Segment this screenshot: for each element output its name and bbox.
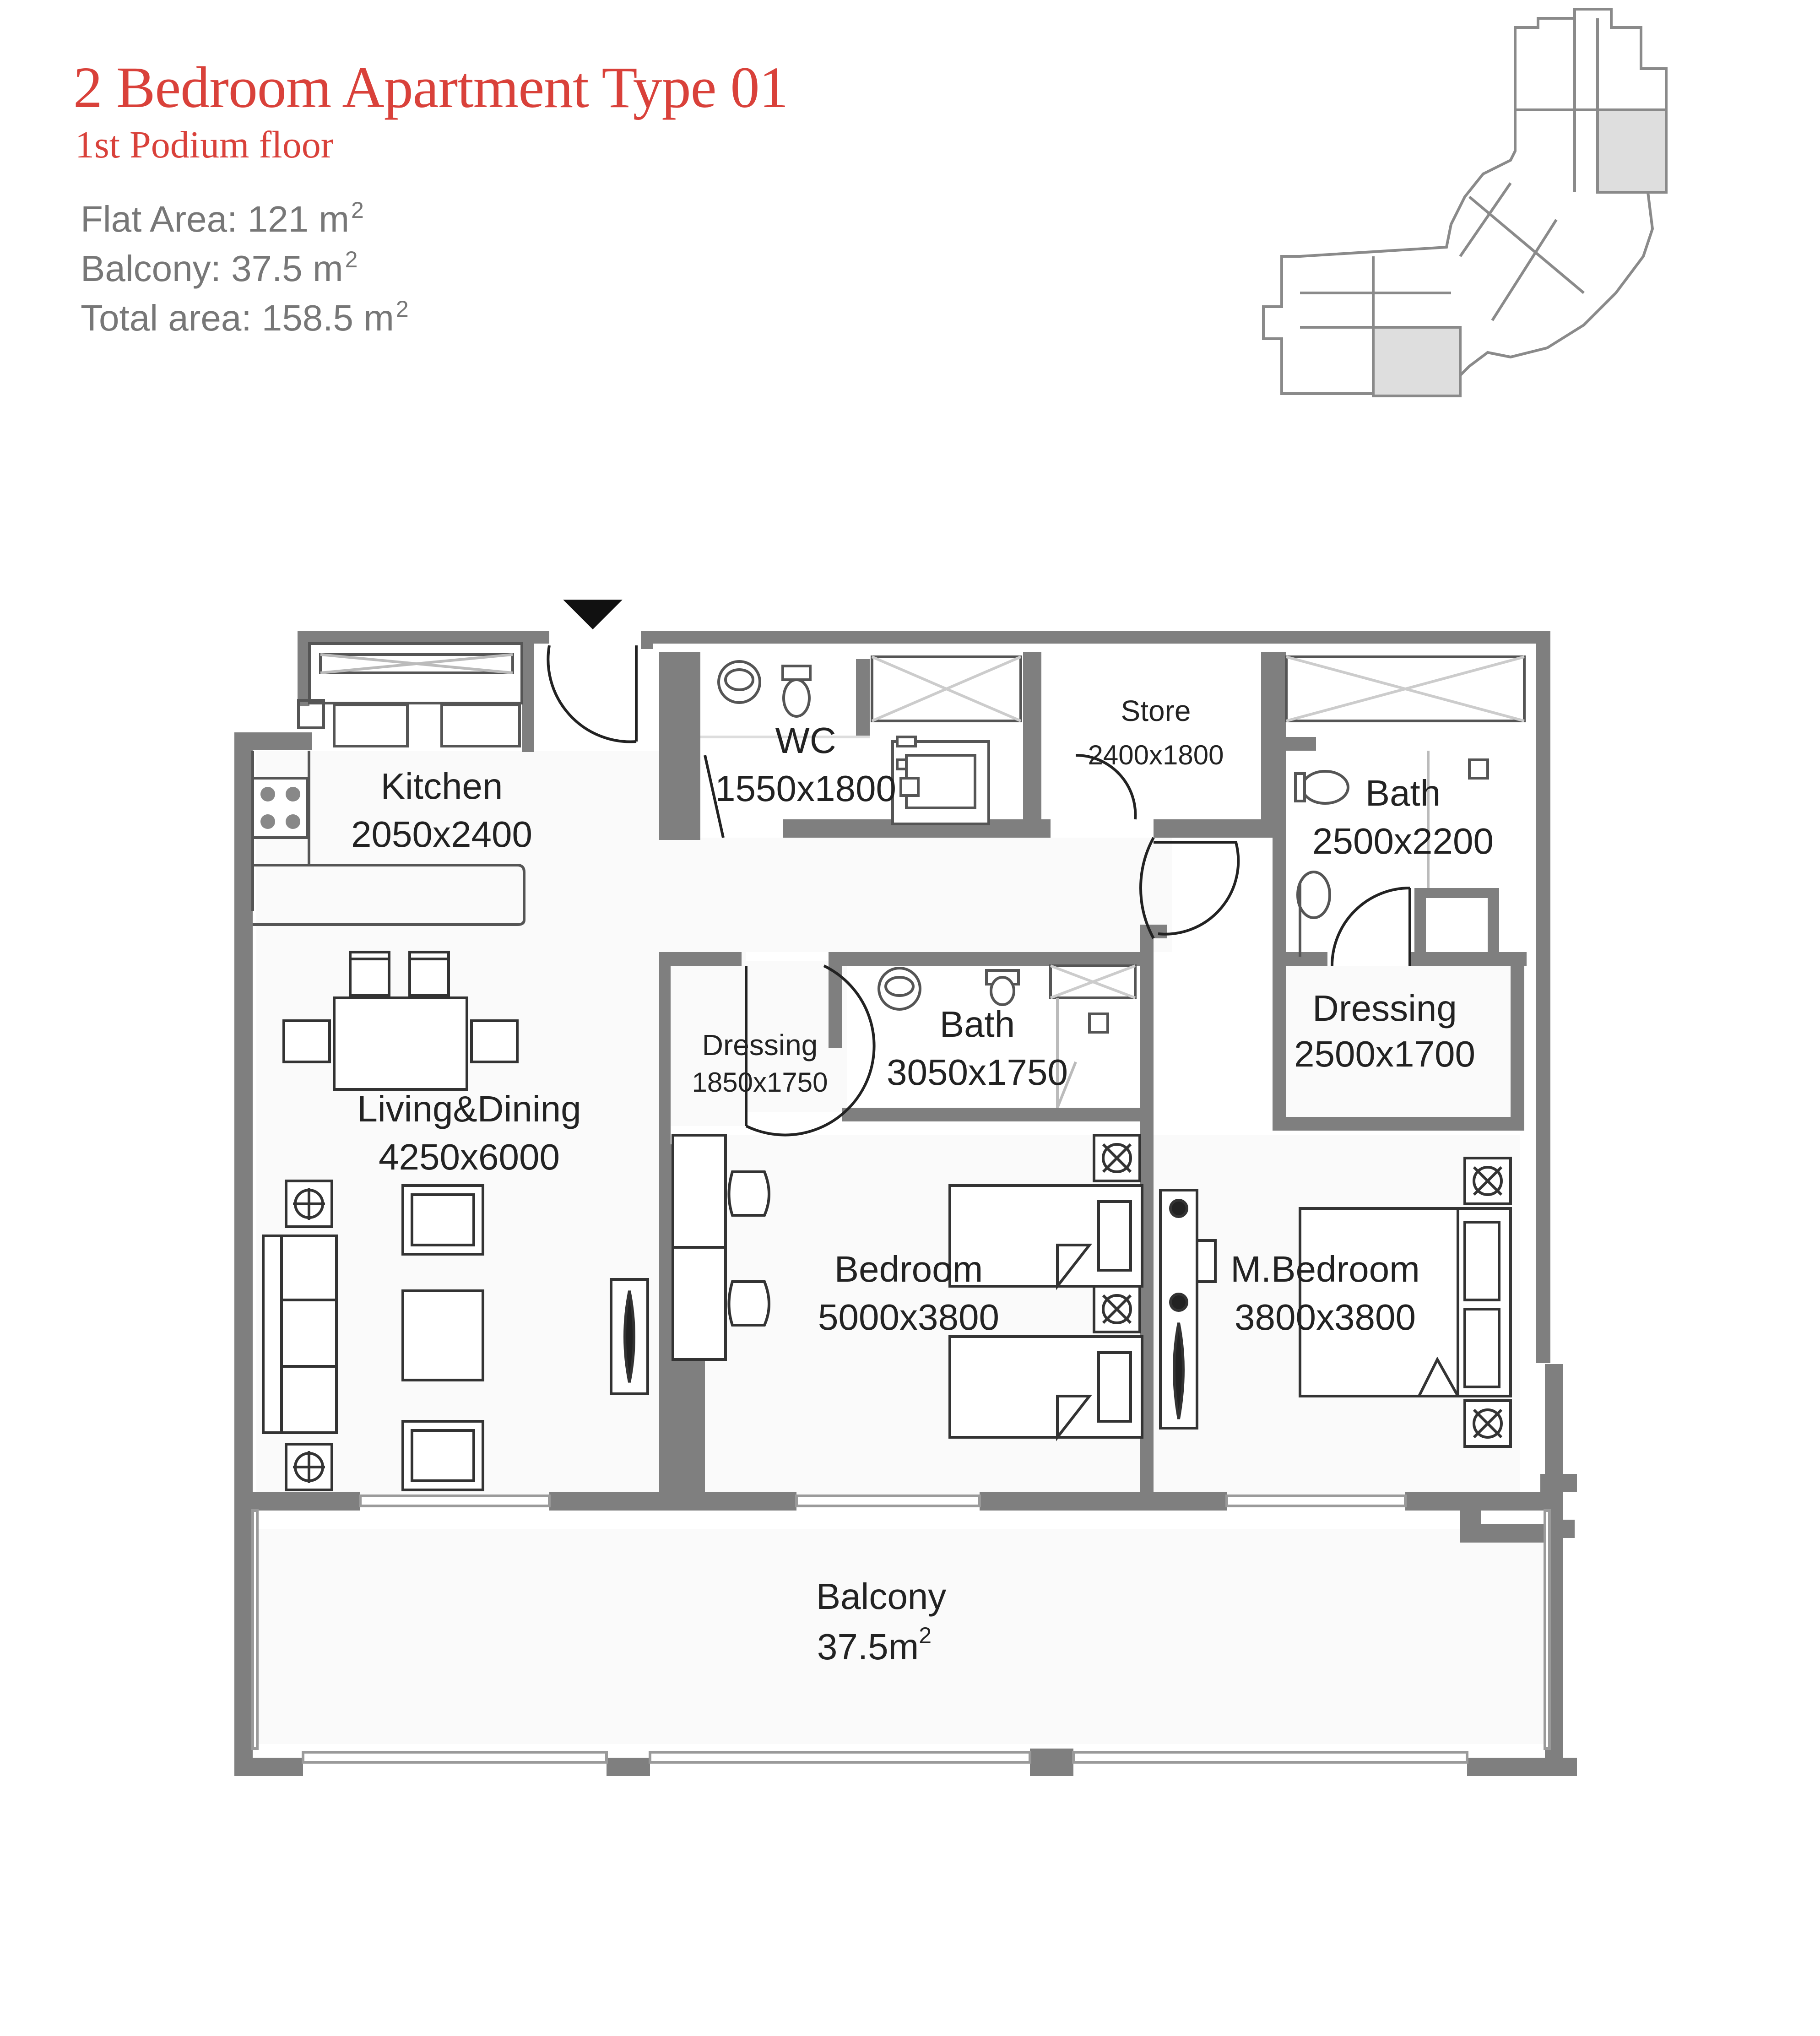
main-bath-label: Bath [940, 1004, 1015, 1045]
kitchen-dim: 2050x2400 [351, 814, 532, 855]
dressing-small-label: Dressing [702, 1029, 818, 1061]
key-plan-highlight-top [1596, 108, 1668, 194]
dressing-master-label: Dressing [1312, 988, 1457, 1029]
bedroom-dim: 5000x3800 [818, 1297, 999, 1337]
dining-chair [470, 1019, 519, 1063]
wc-fixtures [700, 652, 1022, 825]
living-dim: 4250x6000 [379, 1137, 560, 1177]
page-subtitle: 1st Podium floor [75, 124, 334, 166]
dining-table [333, 996, 468, 1091]
living-label: Living&Dining [357, 1088, 581, 1129]
desk-chair [727, 1280, 770, 1327]
key-plan-highlight-bottom [1372, 326, 1462, 397]
master-bath-fixtures [1294, 751, 1489, 957]
master-bedroom-dim: 3800x3800 [1235, 1297, 1416, 1337]
master-bath-label: Bath [1365, 773, 1441, 813]
master-bath-dim: 2500x2200 [1312, 821, 1494, 861]
balcony-dim-sup: 2 [919, 1623, 932, 1648]
dressing-small-dim: 1850x1750 [692, 1067, 828, 1098]
store-label: Store [1121, 694, 1191, 727]
room-labels: Kitchen 2050x2400 WC 1550x1800 Store 240… [351, 694, 1494, 1667]
sofa [262, 1235, 338, 1434]
store-fixtures [1285, 655, 1526, 722]
desk-chair [727, 1170, 770, 1217]
store-dim: 2400x1800 [1088, 740, 1224, 770]
main-bath-fixtures [878, 964, 1137, 1109]
bedroom-furniture [672, 1134, 1143, 1441]
flat-area-line: Flat Area: 121 m2 [81, 197, 364, 239]
wc-label: WC [775, 720, 836, 761]
entrance [547, 600, 638, 743]
master-bedroom-furniture [1159, 1157, 1512, 1448]
key-plan [1262, 8, 1668, 397]
page-title: 2 Bedroom Apartment Type 01 [73, 55, 788, 120]
dressing-master-dim: 2500x1700 [1294, 1034, 1475, 1074]
entrance-arrow-icon [563, 600, 623, 629]
dining-chair [282, 1019, 331, 1063]
door-swings [704, 753, 1411, 1137]
wc-dim: 1550x1800 [715, 768, 896, 809]
living-furniture [262, 1180, 649, 1491]
coffee-table [401, 1289, 484, 1381]
main-bath-dim: 3050x1750 [887, 1052, 1068, 1093]
kitchen-fixtures [251, 642, 525, 926]
entrance-door-swing [547, 645, 637, 743]
floor-fills [256, 751, 1547, 1744]
balcony-label: Balcony [816, 1576, 947, 1617]
balcony-dim-value: 37.5m [817, 1626, 919, 1667]
windows [251, 1495, 1551, 1764]
master-bedroom-label: M.Bedroom [1230, 1249, 1419, 1289]
dining-set [282, 951, 519, 1091]
total-area-line: Total area: 158.5 m2 [81, 296, 409, 338]
balcony-area-line: Balcony: 37.5 m2 [81, 247, 358, 289]
balcony-dim: 37.5m2 [817, 1623, 932, 1667]
key-plan-outline [1262, 8, 1668, 395]
kitchen-label: Kitchen [381, 766, 503, 807]
bedroom-label: Bedroom [834, 1249, 983, 1289]
